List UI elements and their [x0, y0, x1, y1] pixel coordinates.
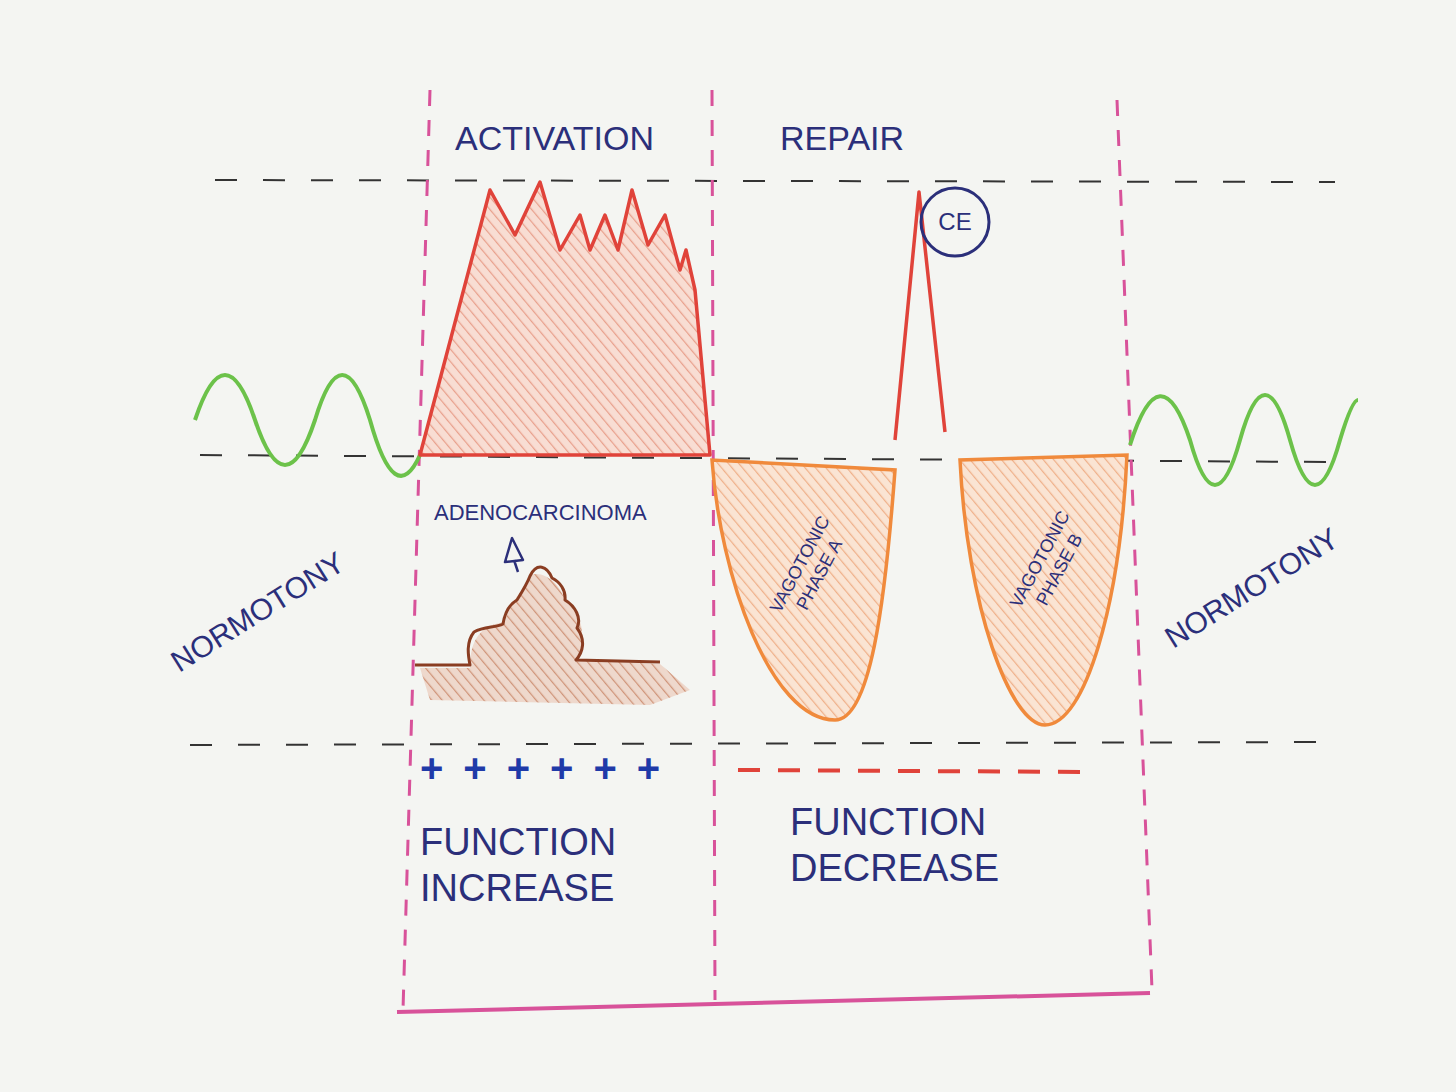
- node-text: CE: [938, 208, 971, 237]
- function-label: FUNCTION DECREASE: [790, 800, 1090, 891]
- function-label: FUNCTION INCREASE: [420, 820, 705, 911]
- phase-dividers: [397, 90, 1152, 1012]
- increase-marks: ++++++: [420, 748, 680, 788]
- tumour-fill: [420, 574, 690, 705]
- tumour-label: ADENOCARCINOMA: [434, 500, 647, 526]
- vagotonic-phase: VAGOTONIC PHASE B: [955, 455, 1135, 730]
- normotony-wave: [195, 375, 420, 476]
- tonus-label: NORMOTONY: [165, 544, 352, 679]
- decrease-marks: [738, 770, 1092, 772]
- guide-lines: [190, 180, 1335, 745]
- phase-outline: [712, 460, 895, 720]
- normotony-wave: [1130, 395, 1358, 485]
- phase-outline: [960, 455, 1127, 725]
- pointer-arrow: [505, 538, 523, 572]
- crisis-spike: [895, 192, 945, 440]
- circle-outline: [921, 188, 989, 256]
- crisis-circle: CE: [919, 186, 991, 258]
- vagotonic-phase: VAGOTONIC PHASE A: [710, 455, 900, 730]
- activation-curve: [420, 182, 710, 455]
- tonus-label: NORMOTONY: [1159, 520, 1346, 655]
- phase-title: ACTIVATION: [455, 118, 654, 159]
- phase-title: REPAIR: [780, 118, 904, 159]
- tumour-outline: [415, 567, 660, 665]
